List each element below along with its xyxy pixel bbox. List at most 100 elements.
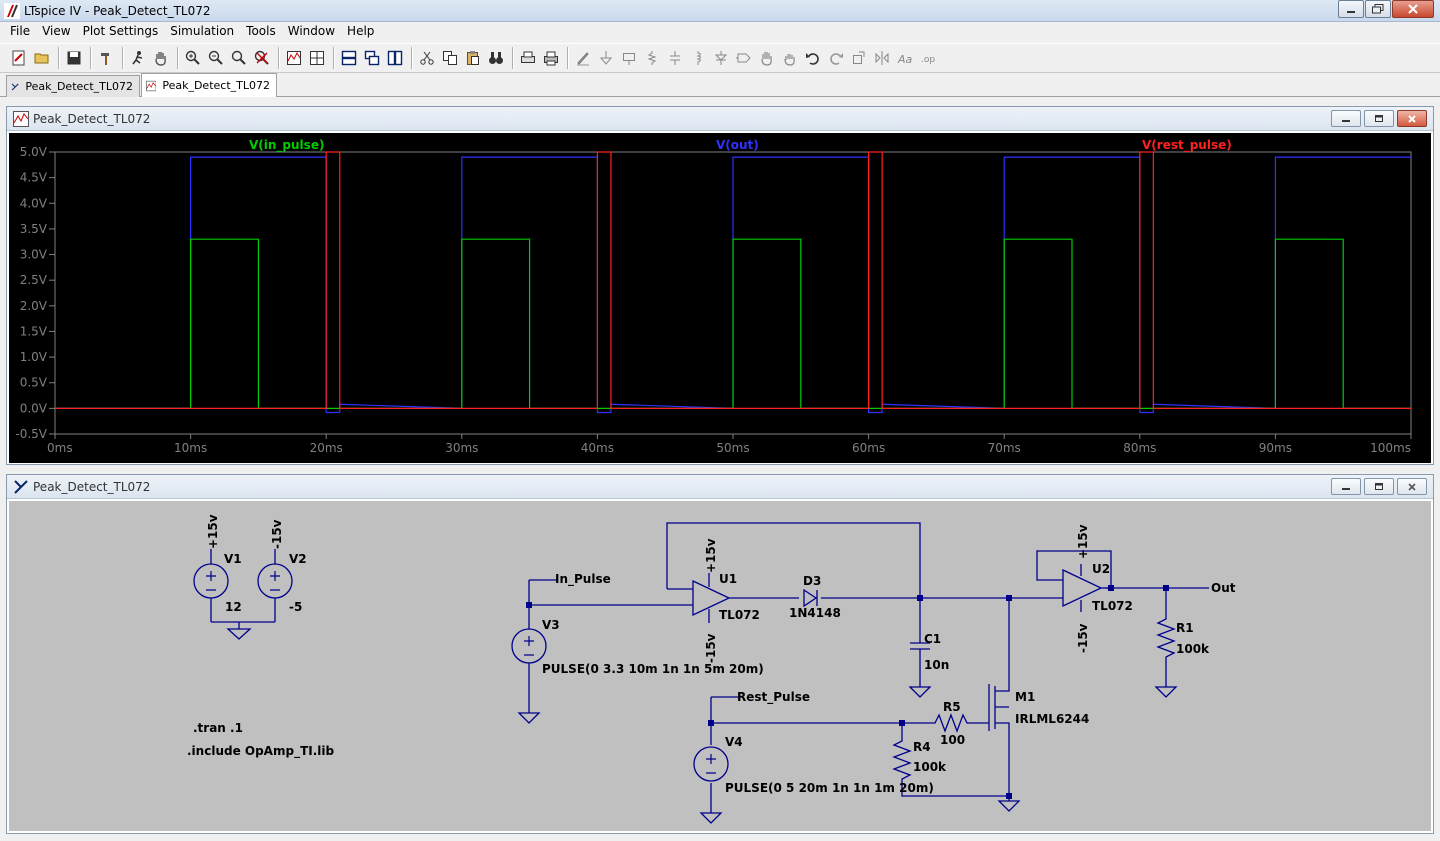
rest-pulse-net-label[interactable]: Rest_Pulse (737, 690, 810, 705)
new-schematic-button[interactable] (8, 47, 30, 69)
m1-model[interactable]: IRLML6244 (1015, 712, 1089, 726)
m1-name[interactable]: M1 (1015, 690, 1035, 704)
waveform-close-button[interactable] (1397, 110, 1427, 127)
label-net-button[interactable] (618, 47, 640, 69)
menu-file[interactable]: File (10, 24, 31, 38)
save-button[interactable] (63, 47, 85, 69)
v3-value[interactable]: PULSE(0 3.3 10m 1n 1n 5m 20m) (542, 662, 764, 676)
c1-capacitor-symbol[interactable] (908, 598, 932, 698)
out-net-label[interactable]: Out (1211, 581, 1236, 595)
d3-model[interactable]: 1N4148 (789, 606, 841, 620)
ground-button[interactable] (595, 47, 617, 69)
manual-limits-button[interactable] (306, 47, 328, 69)
spice-directive-button[interactable]: .op (917, 47, 939, 69)
move-button[interactable] (756, 47, 778, 69)
zoom-cancel-button[interactable] (251, 47, 273, 69)
undo-button[interactable] (802, 47, 824, 69)
diode-button[interactable] (710, 47, 732, 69)
find-button[interactable] (485, 47, 507, 69)
u2-name[interactable]: U2 (1092, 562, 1110, 576)
v4-source-symbol[interactable] (693, 746, 729, 782)
mirror-button[interactable] (871, 47, 893, 69)
paste-button[interactable] (462, 47, 484, 69)
v3-name[interactable]: V3 (542, 618, 560, 632)
component-button[interactable] (733, 47, 755, 69)
trace-in-pulse[interactable] (55, 238, 1411, 409)
u2-opamp-symbol[interactable] (1062, 568, 1103, 608)
cascade-button[interactable] (361, 47, 383, 69)
trace-rest-pulse[interactable] (55, 151, 1411, 409)
halt-button[interactable] (150, 47, 172, 69)
run-button[interactable] (127, 47, 149, 69)
d3-name[interactable]: D3 (803, 574, 821, 588)
include-directive[interactable]: .include OpAmp_TI.lib (187, 744, 334, 759)
r4-resistor-symbol[interactable] (892, 723, 1021, 812)
control-panel-button[interactable] (95, 47, 117, 69)
autorange-button[interactable] (283, 47, 305, 69)
waveform-restore-button[interactable] (1364, 110, 1394, 127)
v2-value[interactable]: -5 (289, 600, 302, 614)
menu-simulation[interactable]: Simulation (170, 24, 235, 38)
tile-horizontal-button[interactable] (338, 47, 360, 69)
cut-button[interactable] (416, 47, 438, 69)
print-button[interactable] (540, 47, 562, 69)
redo-button[interactable] (825, 47, 847, 69)
menu-help[interactable]: Help (347, 24, 375, 38)
trace-label-rest-pulse[interactable]: V(rest_pulse) (1142, 138, 1232, 153)
u2-model[interactable]: TL072 (1092, 599, 1133, 613)
r1-value[interactable]: 100k (1176, 642, 1210, 656)
draw-wire-button[interactable] (572, 47, 594, 69)
u1-opamp-symbol[interactable] (692, 579, 731, 617)
menu-plot-settings[interactable]: Plot Settings (82, 24, 159, 38)
zoom-out-button[interactable] (205, 47, 227, 69)
tab-schematic[interactable]: Peak_Detect_TL072 (6, 75, 140, 97)
menu-view[interactable]: View (42, 24, 71, 38)
r5-value[interactable]: 100 (940, 733, 965, 747)
tab-waveform[interactable]: Peak_Detect_TL072 (141, 73, 277, 97)
trace-label-in-pulse[interactable]: V(in_pulse) (249, 138, 324, 153)
c1-value[interactable]: 10n (924, 658, 949, 672)
resistor-button[interactable] (641, 47, 663, 69)
waveform-minimize-button[interactable] (1331, 110, 1361, 127)
minimize-button[interactable] (1338, 0, 1364, 18)
zoom-in-button[interactable] (182, 47, 204, 69)
capacitor-button[interactable] (664, 47, 686, 69)
m1-mosfet-symbol[interactable] (971, 684, 1010, 801)
menu-window[interactable]: Window (287, 24, 336, 38)
u1-name[interactable]: U1 (719, 572, 737, 586)
text-button[interactable]: Aa (894, 47, 916, 69)
r4-name[interactable]: R4 (913, 740, 931, 754)
inductor-button[interactable] (687, 47, 709, 69)
open-button[interactable] (31, 47, 53, 69)
print-setup-button[interactable] (517, 47, 539, 69)
in-pulse-net-label[interactable]: In_Pulse (555, 572, 611, 587)
u1-model[interactable]: TL072 (719, 608, 760, 622)
schematic-canvas[interactable]: +15v V1 12 -15v V2 -5 In_Pulse V3 PULSE(… (9, 501, 1431, 831)
schematic-restore-button[interactable] (1364, 478, 1394, 495)
v4-value[interactable]: PULSE(0 5 20m 1n 1n 1m 20m) (725, 781, 934, 795)
tile-vertical-button[interactable] (384, 47, 406, 69)
zoom-fit-button[interactable] (228, 47, 250, 69)
d3-diode-symbol[interactable] (803, 588, 818, 608)
schematic-minimize-button[interactable] (1331, 478, 1361, 495)
v4-name[interactable]: V4 (725, 735, 743, 749)
v2-name[interactable]: V2 (289, 552, 307, 566)
rotate-button[interactable] (848, 47, 870, 69)
copy-button[interactable] (439, 47, 461, 69)
v1-value[interactable]: 12 (225, 600, 242, 614)
trace-label-out[interactable]: V(out) (716, 138, 759, 152)
v1-name[interactable]: V1 (224, 552, 242, 566)
r1-name[interactable]: R1 (1176, 621, 1194, 635)
close-button[interactable] (1392, 0, 1434, 18)
maximize-button[interactable] (1365, 0, 1391, 18)
r1-resistor-symbol[interactable] (1154, 588, 1178, 698)
tran-directive[interactable]: .tran .1 (193, 721, 243, 735)
menu-tools[interactable]: Tools (246, 24, 276, 38)
schematic-close-button[interactable] (1397, 478, 1427, 495)
r4-value[interactable]: 100k (913, 760, 947, 774)
r5-name[interactable]: R5 (943, 700, 961, 714)
drag-button[interactable] (779, 47, 801, 69)
r5-resistor-symbol[interactable] (902, 713, 971, 733)
c1-name[interactable]: C1 (924, 632, 941, 646)
